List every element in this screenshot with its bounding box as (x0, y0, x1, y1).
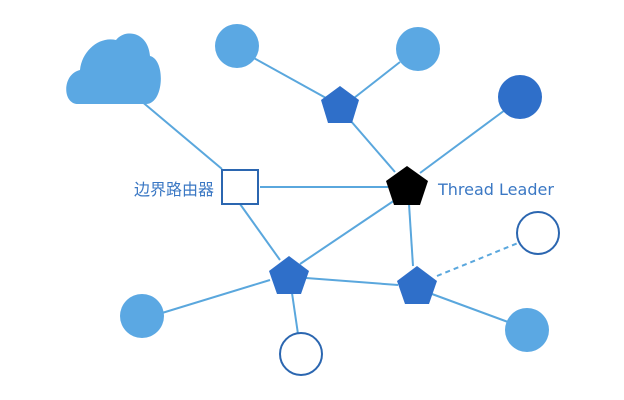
link-lower-right-router-hollow-right (436, 242, 519, 277)
link-lower-left-router-lower-right-router (305, 277, 399, 286)
border-router-square (221, 169, 259, 205)
end-device-top-right (396, 27, 440, 71)
link-lower-left-router-hollow-bottom (291, 292, 299, 335)
end-device-left (120, 294, 164, 338)
link-leader-lower-left-router (299, 199, 396, 265)
thread-leader-pentagon (386, 166, 428, 205)
end-device-bottom-right (505, 308, 549, 352)
link-leader-lower-right-router (408, 203, 414, 267)
sleepy-end-device-bottom (279, 332, 323, 376)
thread-leader-label: Thread Leader (437, 180, 554, 199)
sleepy-end-device-right (516, 211, 560, 255)
link-border-router-lower-router (239, 203, 281, 261)
cloud-icon (66, 33, 161, 105)
link-top-right-circle-top-router (353, 61, 401, 99)
router-lower-right (397, 266, 437, 304)
link-top-left-circle-top-router (251, 56, 327, 99)
border-router-label: 边界路由器 (134, 180, 214, 199)
link-dark-circle-leader (419, 109, 506, 174)
router-top (321, 86, 359, 123)
end-device-top-left (215, 24, 259, 68)
router-lower-left (269, 256, 309, 294)
link-top-router-leader (349, 119, 396, 173)
end-device-dark (498, 75, 542, 119)
links (139, 56, 519, 335)
link-cloud-border-router (139, 99, 223, 170)
link-lower-right-router-bottom-right-circle (431, 293, 509, 323)
link-left-circle-lower-left-router (161, 279, 271, 314)
